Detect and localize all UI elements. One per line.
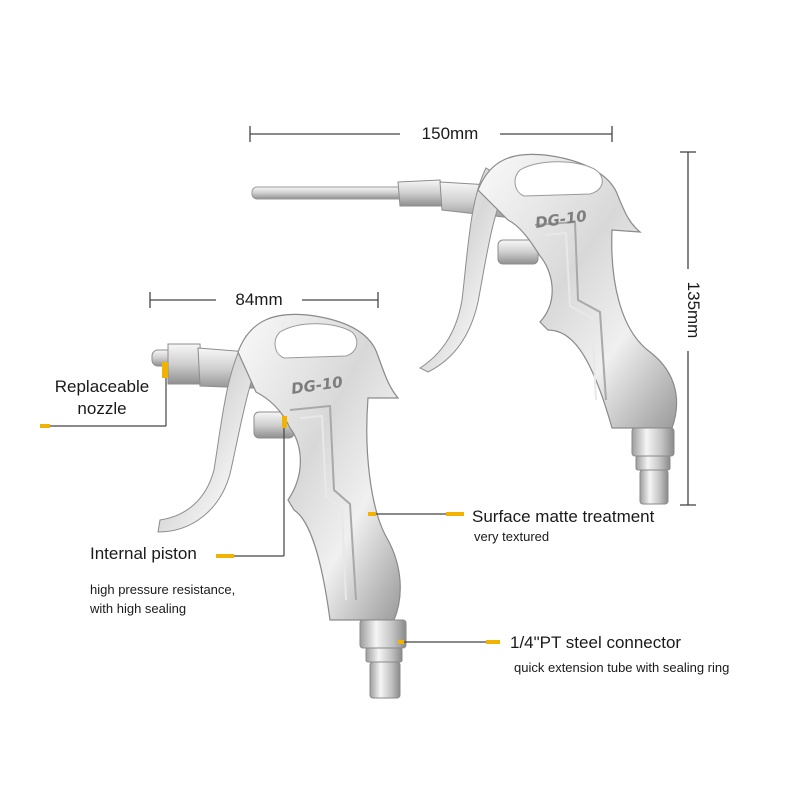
callout-detail-piston: high pressure resistance, with high seal… (90, 582, 236, 616)
dimension-label-short: 84mm (216, 290, 302, 310)
callout-leader-surface (368, 512, 464, 516)
callout-title-connector: 1/4"PT steel connector (510, 633, 682, 652)
callout-leader-piston (216, 416, 287, 558)
callout-leader-connector (398, 640, 500, 644)
callout-detail-surface: very textured (474, 529, 550, 544)
callout-title-surface: Surface matte treatment (472, 507, 655, 526)
air-blow-gun-long-nozzle: DG-10 (251, 153, 678, 505)
callout-title-nozzle: Replaceable nozzle (54, 377, 150, 418)
callout-title-piston: Internal piston (90, 544, 197, 563)
dimension-label-width: 150mm (400, 124, 500, 144)
callout-detail-connector: quick extension tube with sealing ring (514, 660, 730, 675)
air-blow-gun-short-nozzle: DG-10 (151, 313, 407, 699)
dimension-label-height: 135mm (683, 269, 703, 351)
callout-leader-nozzle (40, 362, 168, 428)
